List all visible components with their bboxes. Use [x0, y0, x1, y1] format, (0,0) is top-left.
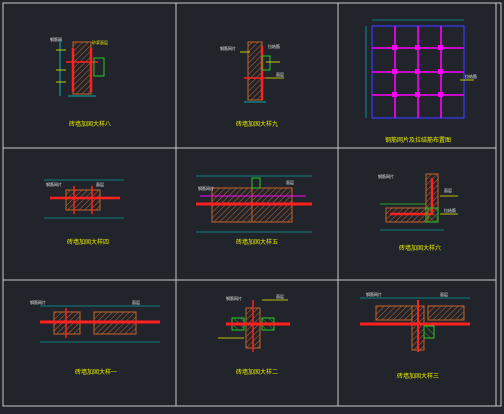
svg-text:面层: 面层 [132, 299, 140, 305]
svg-text:钢筋网片: 钢筋网片 [46, 181, 62, 187]
svg-text:钢筋网片: 钢筋网片 [220, 45, 236, 51]
panel-title-2: 砖墙加固大样二 [236, 368, 278, 376]
svg-text:钢筋网: 钢筋网 [50, 36, 62, 42]
panel-title-8: 砖墙加固大样八 [69, 120, 111, 128]
svg-text:拉结筋: 拉结筋 [268, 43, 280, 49]
detail-panel-9: 钢筋网片 拉结筋 面层 [220, 41, 284, 103]
svg-text:钢筋网片: 钢筋网片 [226, 295, 242, 301]
svg-text:钢筋网片: 钢筋网片 [378, 173, 394, 179]
svg-text:面层: 面层 [440, 291, 448, 297]
detail-panel-1: 钢筋网片 面层 [30, 299, 160, 343]
svg-text:面层: 面层 [286, 179, 294, 185]
panel-title-4: 砖墙加固大样四 [67, 238, 109, 246]
svg-text:拉结筋: 拉结筋 [444, 207, 456, 213]
detail-panel-6: 钢筋网片 面层 拉结筋 [378, 173, 458, 231]
svg-text:钢筋网片: 钢筋网片 [366, 291, 382, 297]
panel-title-1: 砖墙加固大样一 [75, 368, 117, 376]
panel-title-3: 砖墙加固大样三 [397, 372, 439, 380]
detail-panel-8: 钢筋网 砂浆面层 [50, 36, 108, 97]
rebar-grid-layout: 拉结筋 [365, 19, 477, 119]
drawing-border [2, 2, 502, 407]
panel-title-grid: 钢筋网片及拉结筋布置图 [385, 136, 451, 144]
svg-text:钢筋网片: 钢筋网片 [198, 185, 214, 191]
panel-title-5: 砖墙加固大样五 [236, 238, 278, 246]
svg-text:面层: 面层 [276, 293, 284, 299]
svg-text:面层: 面层 [276, 71, 284, 77]
panel-title-6: 砖墙加固大样六 [399, 244, 441, 252]
detail-panel-3: 钢筋网片 面层 [360, 291, 470, 352]
detail-panel-5: 钢筋网片 面层 [196, 175, 312, 233]
svg-text:拉结筋: 拉结筋 [465, 73, 477, 79]
svg-text:钢筋网片: 钢筋网片 [30, 299, 46, 305]
svg-text:砂浆面层: 砂浆面层 [92, 39, 108, 45]
svg-text:面层: 面层 [96, 181, 104, 187]
detail-panel-2: 钢筋网片 面层 [218, 293, 290, 352]
detail-panel-4: 钢筋网片 面层 [44, 179, 124, 219]
svg-text:面层: 面层 [444, 187, 452, 193]
panel-title-9: 砖墙加固大样九 [236, 120, 278, 128]
